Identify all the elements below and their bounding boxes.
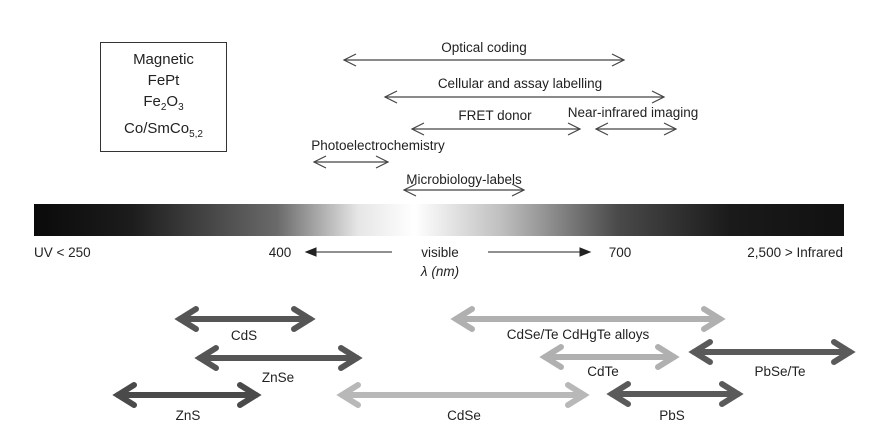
cdse-label: CdSe [447,408,481,423]
microbiology-labels-label: Microbiology-labels [406,172,522,187]
spectrum-bar [34,204,844,236]
near-infrared-imaging-label: Near-infrared imaging [568,105,699,120]
cellular-labelling-arrow [383,90,666,104]
znse-arrow [194,345,363,371]
fret-donor-label: FRET donor [458,108,532,123]
cds-label: CdS [231,328,257,343]
znse-label: ZnSe [262,370,294,385]
zns-label: ZnS [176,408,201,423]
visible-label: visible [421,245,459,260]
magnetic-materials-box: Magnetic FePt Fe2O3 Co/SmCo5,2 [100,42,227,152]
photoelectrochemistry-arrow [312,155,390,169]
microbiology-labels-arrow [402,183,526,197]
pbsete-label: PbSe/Te [754,364,805,379]
zns-arrow [112,382,262,408]
visible-right-arrow [488,247,592,257]
infrared-label: 2,500 > Infrared [747,245,843,260]
pbsete-arrow [688,339,856,365]
fe2o3-label: Fe2O3 [143,93,184,113]
cdte-arrow [539,344,680,370]
pbs-arrow [606,381,744,407]
fret-donor-arrow [410,122,582,136]
cosmco-label: Co/SmCo5,2 [124,120,203,140]
cellular-labelling-label: Cellular and assay labelling [438,76,602,91]
optical-coding-arrow [342,53,626,67]
optical-coding-label: Optical coding [441,40,527,55]
cdsete-cdhgte-arrow [450,306,726,332]
near-infrared-imaging-arrow [594,122,678,136]
cds-arrow [174,306,316,332]
magnetic-title: Magnetic [133,51,194,68]
pbs-label: PbS [659,408,685,423]
fept-label: FePt [147,72,180,89]
tick-700-label: 700 [609,245,632,260]
photoelectrochemistry-label: Photoelectrochemistry [311,138,445,153]
visible-left-arrow [304,247,392,257]
uv-label: UV < 250 [34,245,91,260]
cdse-arrow [336,382,590,408]
cdte-label: CdTe [587,364,619,379]
cdsete-cdhgte-label: CdSe/Te CdHgTe alloys [507,327,650,342]
tick-400-label: 400 [269,245,292,260]
lambda-axis-label: λ (nm) [420,264,459,279]
